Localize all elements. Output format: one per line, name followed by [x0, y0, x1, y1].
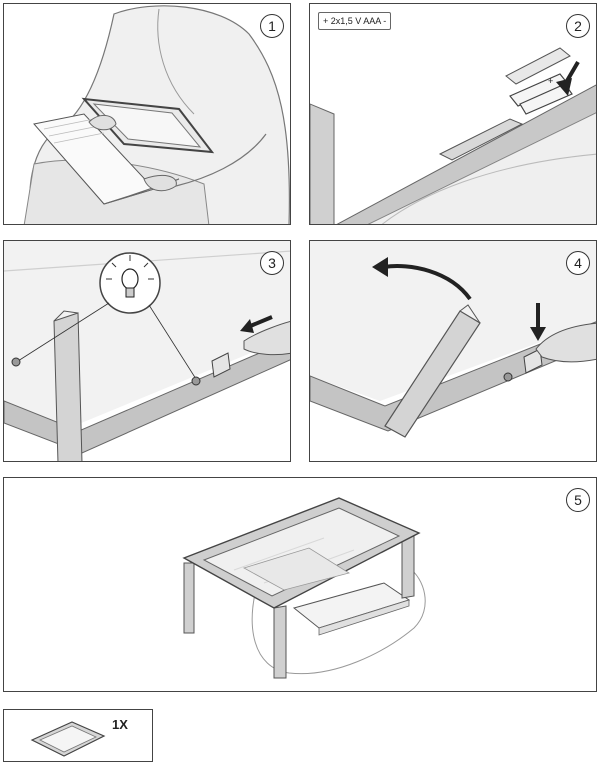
- step-5-illustration: [182, 497, 426, 679]
- step-5-panel: 5: [3, 477, 597, 692]
- quantity-label: 1X: [112, 717, 128, 732]
- step-4-illustration: [310, 241, 596, 438]
- step-2-panel: + + 2x1,5 V AAA - 2: [309, 3, 597, 225]
- arrow-icon: [530, 303, 546, 341]
- step-1-illustration: [23, 5, 290, 224]
- step-number-badge: 1: [260, 14, 284, 38]
- step-number-badge: 2: [566, 14, 590, 38]
- contents-illustration: [30, 721, 106, 757]
- step-1-panel: 1: [3, 3, 291, 225]
- step-2-illustration: +: [310, 47, 596, 224]
- battery-spec-label: + 2x1,5 V AAA -: [318, 12, 392, 30]
- battery-cover: [505, 47, 571, 85]
- step-3-panel: 3: [3, 240, 291, 462]
- step-4-panel: 4: [309, 240, 597, 462]
- magnifier-icon: [30, 721, 106, 757]
- curved-arrow-icon: [372, 257, 472, 301]
- step-3-illustration: [4, 241, 290, 461]
- step-number-badge: 4: [566, 251, 590, 275]
- svg-text:+: +: [548, 76, 553, 86]
- step-number-badge: 5: [566, 488, 590, 512]
- package-contents-panel: [3, 709, 153, 762]
- arrow-icon: [240, 315, 273, 333]
- light-bulb-icon: [99, 252, 161, 314]
- step-number-badge: 3: [260, 251, 284, 275]
- arrow-icon: [556, 60, 580, 96]
